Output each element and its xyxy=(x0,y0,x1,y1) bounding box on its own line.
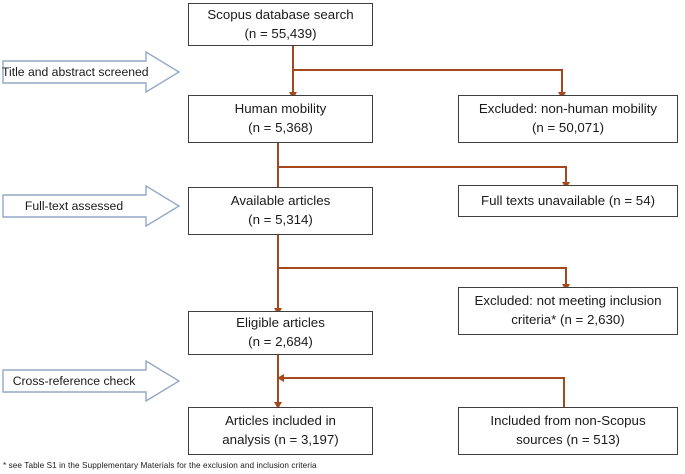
box-excluded-not-meeting-criteria[interactable]: Excluded: not meeting inclusion criteria… xyxy=(458,287,678,335)
box-line-2: (n = 50,071) xyxy=(531,120,605,135)
callout-label: Title and abstract screened xyxy=(2,65,149,79)
connector-human-mobility-trunk xyxy=(277,143,280,187)
box-line-2: (n = 5,368) xyxy=(248,120,313,135)
box-line-1: Eligible articles xyxy=(236,315,325,331)
box-line-1: Excluded: non-human mobility xyxy=(478,101,658,117)
box-eligible-articles[interactable]: Eligible articles (n = 2,684) xyxy=(188,311,373,355)
box-line-2: criteria* (n = 2,630) xyxy=(511,312,625,327)
box-line-1: Included from non-Scopus xyxy=(490,413,646,429)
connector-non-scopus-riser xyxy=(563,377,566,407)
callout-label: Full-text assessed xyxy=(24,199,124,213)
box-line-2: analysis (n = 3,197) xyxy=(222,432,339,447)
connector-scopus-trunk xyxy=(292,45,295,71)
box-included-from-non-scopus-sources[interactable]: Included from non-Scopus sources (n = 51… xyxy=(458,407,678,455)
connector-available-articles-trunk xyxy=(277,235,280,313)
box-line-1: Excluded: not meeting inclusion xyxy=(474,293,662,309)
box-excluded-non-human-mobility[interactable]: Excluded: non-human mobility (n = 50,071… xyxy=(458,95,678,143)
box-scopus-database-search[interactable]: Scopus database search (n = 55,439) xyxy=(188,3,373,46)
arrow-shape-icon xyxy=(2,359,181,403)
connector-stage2-horizontal xyxy=(277,166,567,169)
connector-stage3-right-drop xyxy=(565,267,568,287)
box-full-texts-unavailable[interactable]: Full texts unavailable (n = 54) xyxy=(458,185,678,217)
arrowhead-merge-into-trunk xyxy=(277,374,284,382)
box-line-2: sources (n = 513) xyxy=(516,432,620,447)
box-available-articles[interactable]: Available articles (n = 5,314) xyxy=(188,187,373,235)
arrow-shape-icon xyxy=(2,50,181,94)
connector-stage1-horizontal xyxy=(292,69,563,72)
box-line-2: (n = 55,439) xyxy=(244,25,317,41)
box-line-1: Articles included in xyxy=(225,413,336,429)
connector-stage1-left-drop xyxy=(292,69,295,95)
callout-full-text-assessed[interactable]: Full-text assessed xyxy=(2,184,181,228)
callout-cross-reference-check[interactable]: Cross-reference check xyxy=(2,359,181,403)
box-line-1: Human mobility xyxy=(234,101,327,117)
box-line-1: Full texts unavailable (n = 54) xyxy=(480,192,656,208)
box-line-1: Scopus database search xyxy=(207,6,354,22)
box-line-2: (n = 5,314) xyxy=(248,212,313,227)
connector-stage2-right-drop xyxy=(565,166,568,185)
footnote-criteria-reference: * see Table S1 in the Supplementary Mate… xyxy=(3,461,317,470)
connector-stage1-right-drop xyxy=(561,69,564,95)
connector-non-scopus-horizontal xyxy=(277,377,565,380)
box-line-2: (n = 2,684) xyxy=(248,334,313,349)
arrowhead-to-articles-included xyxy=(273,402,282,409)
box-articles-included-in-analysis[interactable]: Articles included in analysis (n = 3,197… xyxy=(188,407,373,455)
callout-label: Cross-reference check xyxy=(12,374,136,388)
connector-stage3-horizontal xyxy=(277,267,567,270)
arrow-shape-icon xyxy=(2,184,181,228)
callout-title-and-abstract-screened[interactable]: Title and abstract screened xyxy=(2,50,181,94)
box-line-1: Available articles xyxy=(230,193,331,209)
box-human-mobility[interactable]: Human mobility (n = 5,368) xyxy=(188,95,373,143)
